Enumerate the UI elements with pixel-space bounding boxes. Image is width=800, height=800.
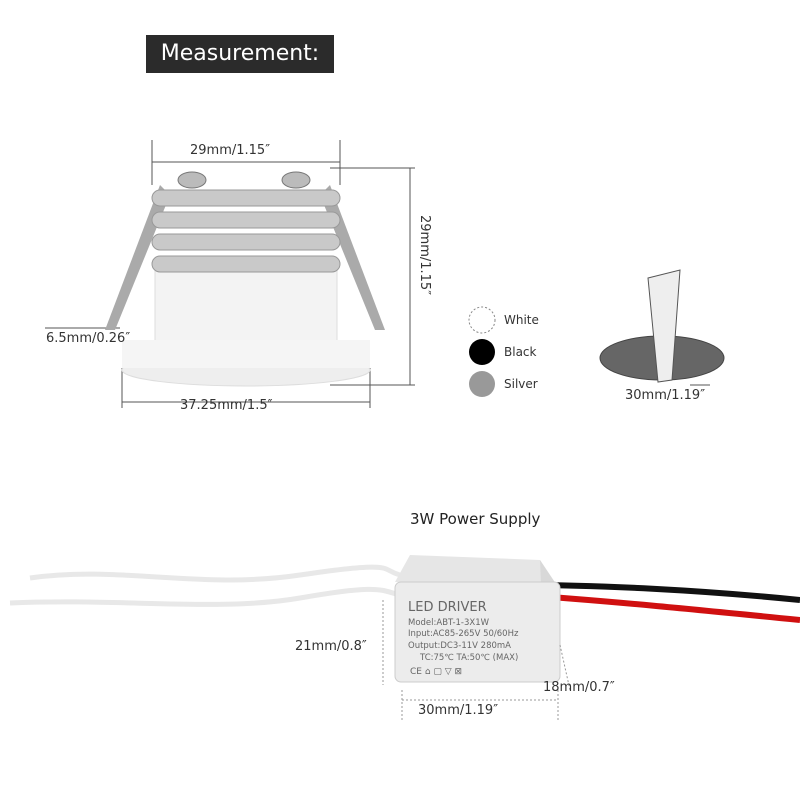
color-silver-label: Silver [504, 377, 538, 391]
page-title: Measurement: [146, 35, 334, 73]
color-white-label: White [504, 313, 539, 327]
silver-swatch [469, 371, 495, 397]
svg-text:CE ⌂ ▢ ▽ ⊠: CE ⌂ ▢ ▽ ⊠ [410, 667, 462, 677]
svg-text:TC:75℃ TA:50℃ (MAX): TC:75℃ TA:50℃ (MAX) [419, 653, 518, 663]
driver-title: 3W Power Supply [410, 510, 541, 528]
black-swatch [469, 339, 495, 365]
driver-image: LED DRIVER Model:ABT-1-3X1W Input:AC85-2… [9, 555, 800, 683]
flange-label: 6.5mm/0.26″ [46, 331, 131, 346]
driver-height-label: 21mm/0.8″ [295, 639, 367, 654]
cutout-image [599, 269, 725, 386]
dimension-lines [45, 140, 415, 408]
svg-text:Model:ABT-1-3X1W: Model:ABT-1-3X1W [408, 618, 490, 628]
svg-text:Output:DC3-11V 280mA: Output:DC3-11V 280mA [408, 641, 511, 651]
light-width-label: 29mm/1.15″ [190, 143, 271, 158]
svg-text:Input:AC85-265V 50/60Hz: Input:AC85-265V 50/60Hz [408, 629, 519, 639]
svg-text:LED DRIVER: LED DRIVER [408, 600, 487, 615]
downlight-image [105, 171, 385, 387]
cutout-label: 30mm/1.19″ [625, 388, 706, 403]
color-black-label: Black [504, 345, 537, 359]
driver-depth-label: 18mm/0.7″ [543, 680, 615, 695]
light-height-label: 29mm/1.15″ [417, 215, 432, 296]
diameter-label: 37.25mm/1.5″ [180, 398, 273, 413]
white-swatch [468, 306, 496, 334]
driver-length-label: 30mm/1.19″ [418, 703, 499, 718]
